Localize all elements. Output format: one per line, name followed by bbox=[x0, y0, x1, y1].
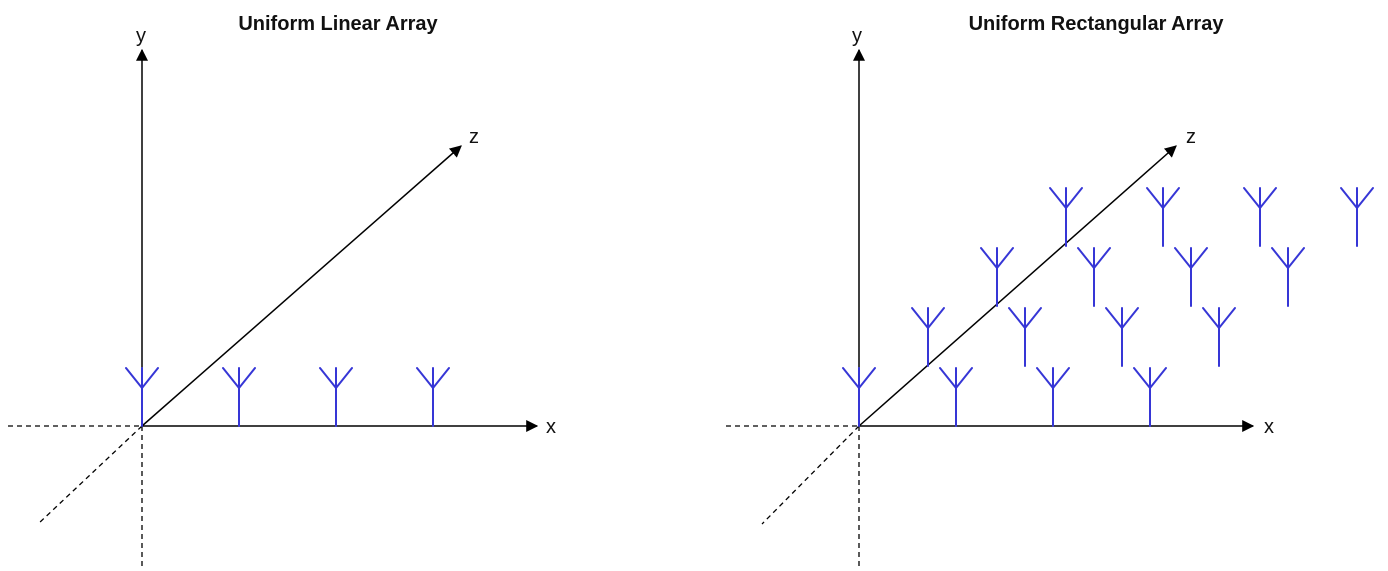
antenna-symbol bbox=[1174, 247, 1208, 307]
antenna-symbol bbox=[980, 247, 1014, 307]
linear-antenna-group bbox=[125, 367, 450, 427]
antenna-symbol bbox=[1049, 187, 1083, 247]
antenna-symbol bbox=[1008, 307, 1042, 367]
antenna-symbol bbox=[1243, 187, 1277, 247]
antenna-symbol bbox=[911, 307, 945, 367]
rectangular-array-panel: Uniform Rectangular Array x y z bbox=[726, 13, 1374, 566]
rect-x-label: x bbox=[1264, 416, 1274, 438]
antenna-symbol bbox=[1077, 247, 1111, 307]
linear-array-panel: Uniform Linear Array x y z bbox=[8, 13, 556, 566]
rect-z-negative-axis bbox=[761, 425, 860, 525]
antenna-symbol bbox=[1133, 367, 1167, 427]
rect-antenna-group bbox=[842, 187, 1374, 427]
linear-x-label: x bbox=[546, 416, 556, 438]
antenna-symbol bbox=[842, 367, 876, 427]
antenna-symbol bbox=[319, 367, 353, 427]
antenna-symbol bbox=[125, 367, 159, 427]
antenna-symbol bbox=[939, 367, 973, 427]
antenna-symbol bbox=[1146, 187, 1180, 247]
antenna-symbol bbox=[222, 367, 256, 427]
linear-z-negative-axis bbox=[37, 425, 143, 525]
antenna-symbol bbox=[1036, 367, 1070, 427]
linear-array-title: Uniform Linear Array bbox=[238, 13, 438, 35]
rectangular-array-title: Uniform Rectangular Array bbox=[969, 13, 1225, 35]
antenna-symbol bbox=[1105, 307, 1139, 367]
linear-y-label: y bbox=[136, 25, 146, 47]
antenna-symbol bbox=[1202, 307, 1236, 367]
linear-z-axis bbox=[141, 145, 462, 427]
antenna-symbol bbox=[1271, 247, 1305, 307]
rect-z-label: z bbox=[1186, 126, 1196, 148]
rect-z-axis bbox=[858, 145, 1177, 427]
antenna-symbol bbox=[416, 367, 450, 427]
rect-y-label: y bbox=[852, 25, 862, 47]
antenna-symbol bbox=[1340, 187, 1374, 247]
linear-z-label: z bbox=[469, 126, 479, 148]
